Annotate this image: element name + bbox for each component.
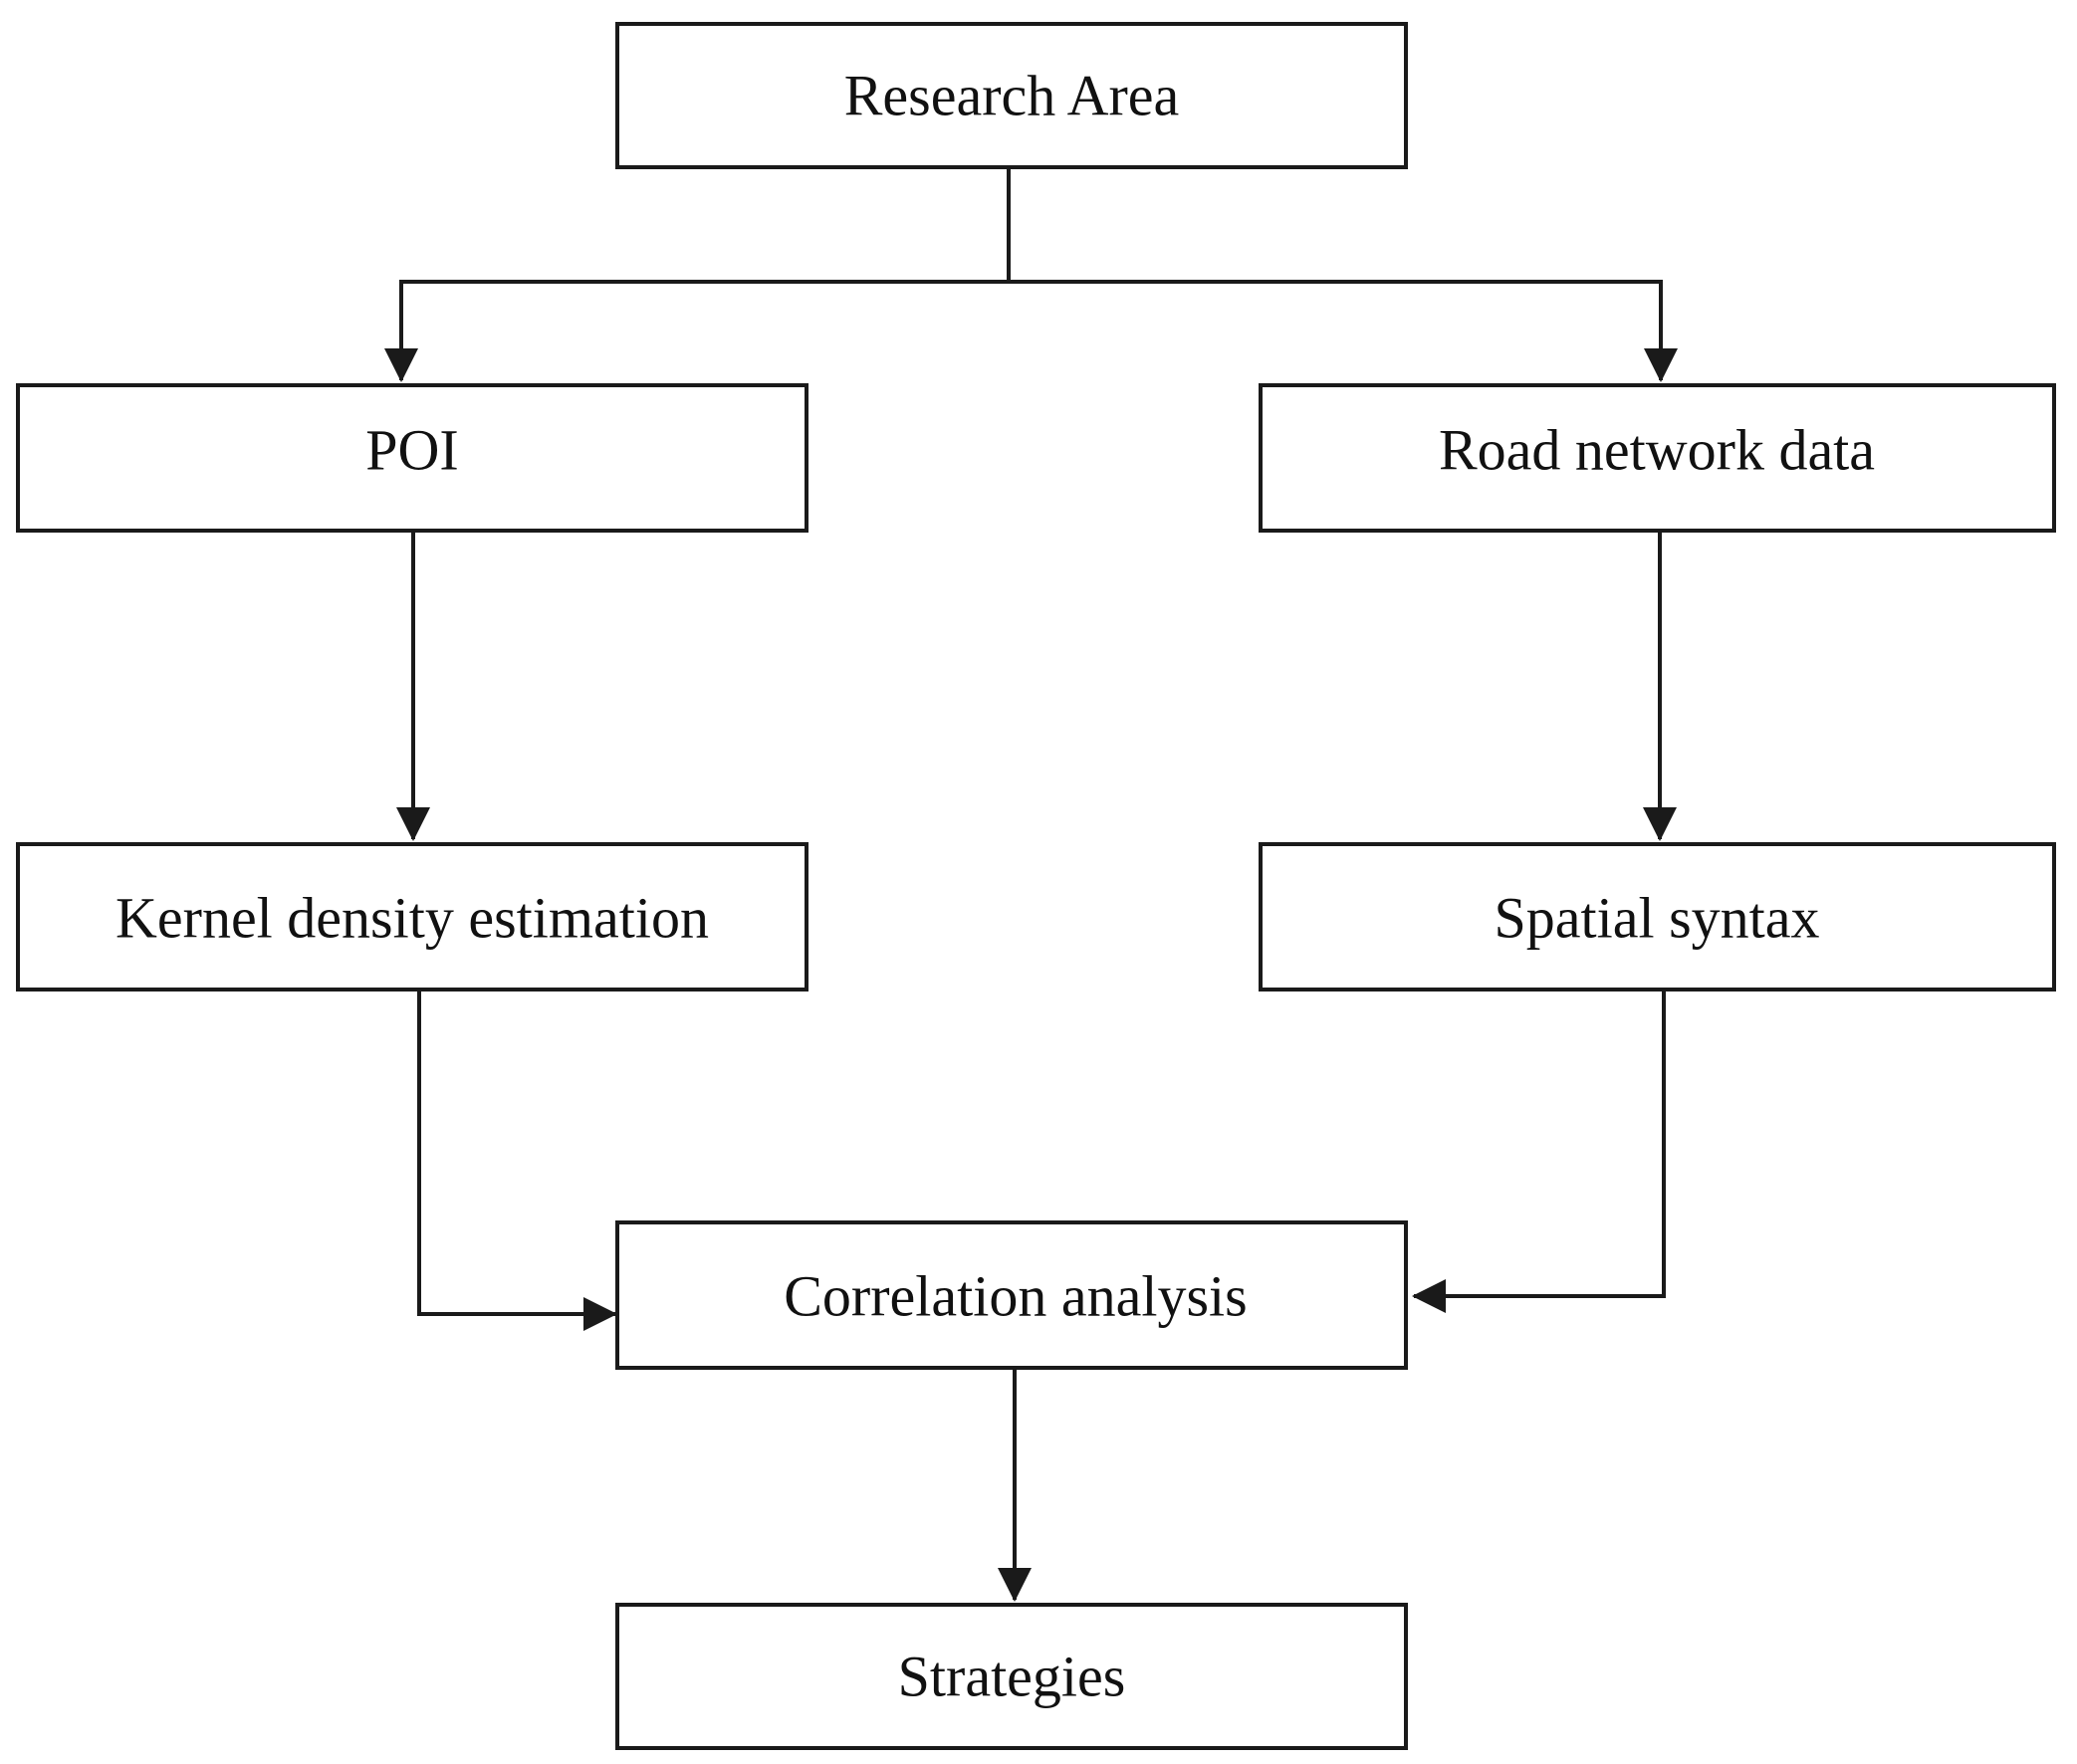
node-research-area-label: Research Area [844,64,1180,128]
node-research-area-box [615,22,1408,169]
node-kernel-density-box [16,842,808,992]
node-strategies: Strategies [615,1603,1408,1750]
node-road-network: Road network data [1259,383,2056,533]
node-research-area: Research Area [615,22,1408,169]
node-road-network-label: Road network data [1439,418,1875,483]
node-correlation-analysis-box [615,1220,1408,1370]
node-poi: POI [16,383,808,533]
node-correlation-analysis: Correlation analysis [615,1220,1408,1370]
edge-research-to-road [1009,280,1678,382]
node-correlation-analysis-label: Correlation analysis [784,1264,1248,1329]
node-poi-box [16,383,808,533]
node-poi-label: POI [365,418,458,483]
edge-kernel-to-correlation [417,991,617,1331]
node-kernel-density-label: Kernel density estimation [115,886,709,951]
node-road-network-box [1259,383,2056,533]
node-strategies-box [615,1603,1408,1750]
node-spatial-syntax-box [1259,842,2056,992]
node-strategies-label: Strategies [898,1645,1126,1709]
node-spatial-syntax-label: Spatial syntax [1494,886,1819,951]
edge-spatial-to-correlation [1412,991,1666,1313]
edge-research-to-poi [384,280,1009,382]
node-kernel-density: Kernel density estimation [16,842,808,992]
node-spatial-syntax: Spatial syntax [1259,842,2056,992]
